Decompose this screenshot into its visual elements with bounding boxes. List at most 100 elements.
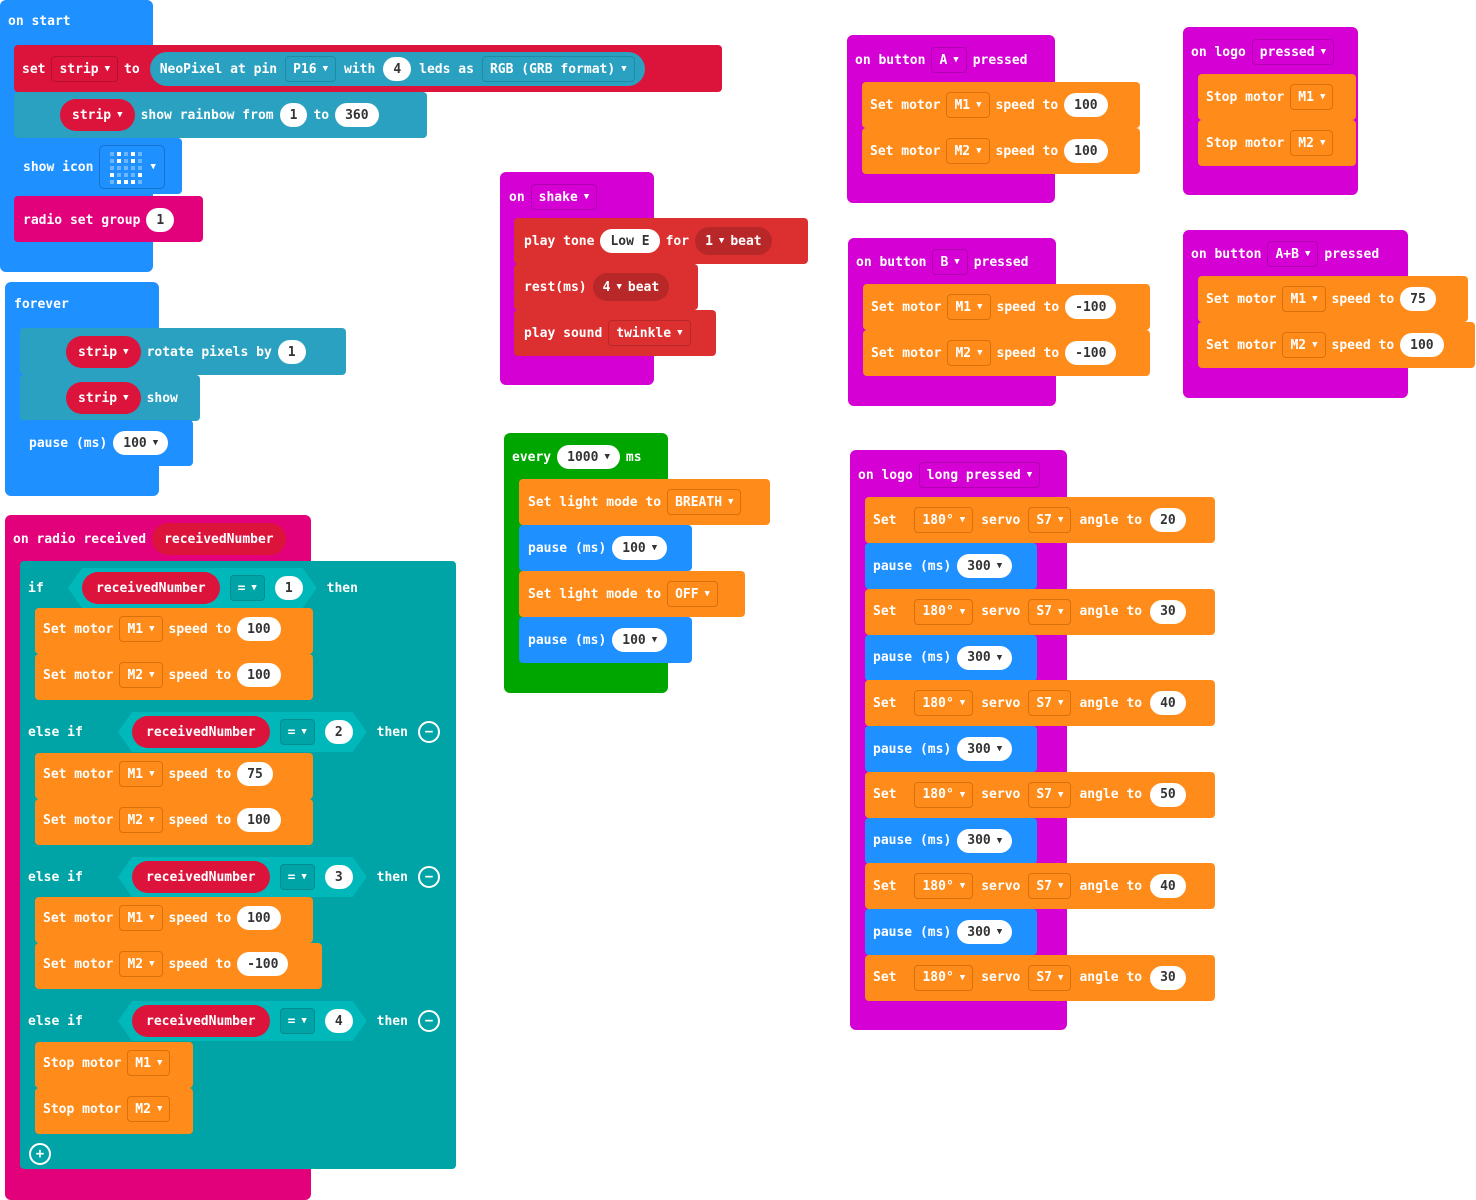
pause-duration-dropdown[interactable]: 300▼ [957,554,1013,578]
servo-port-dropdown[interactable]: S7▼ [1028,598,1072,625]
servo-type-dropdown[interactable]: 180°▼ [914,781,974,808]
operator-dropdown[interactable]: =▼ [280,864,315,890]
logo-event-dropdown[interactable]: long pressed▼ [918,462,1041,488]
strip-variable-pill[interactable]: strip▼ [66,382,141,414]
angle-input[interactable]: 30 [1150,965,1186,990]
speed-input[interactable]: 100 [237,808,281,832]
speed-input[interactable]: 100 [237,906,281,930]
pause-duration-dropdown[interactable]: 100▼ [113,431,169,455]
motor-dropdown[interactable]: M1▼ [127,1050,171,1076]
servo-type-dropdown[interactable]: 180°▼ [914,507,974,533]
motor-dropdown[interactable]: M1▼ [119,905,163,931]
comparison-block[interactable]: receivedNumber =▼ 2 [118,712,367,752]
rainbow-to-input[interactable]: 360 [335,103,379,127]
rainbow-from-input[interactable]: 1 [279,103,308,127]
motor-dropdown[interactable]: M1▼ [1282,286,1326,312]
sound-dropdown[interactable]: twinkle▼ [608,320,691,346]
compare-value-input[interactable]: 1 [275,576,303,600]
strip-variable-pill[interactable]: strip▼ [60,99,135,131]
logo-event-dropdown[interactable]: pressed▼ [1251,39,1335,65]
motor-dropdown[interactable]: M2▼ [119,807,163,833]
servo-port-dropdown[interactable]: S7▼ [1028,507,1072,533]
speed-input[interactable]: 75 [237,762,273,786]
pause-duration-dropdown[interactable]: 300▼ [957,920,1013,944]
button-dropdown[interactable]: A+B▼ [1267,241,1319,267]
color-format-dropdown[interactable]: RGB (GRB format)▼ [481,56,635,82]
compare-value-input[interactable]: 4 [325,1009,353,1033]
compare-value-input[interactable]: 3 [325,865,353,889]
operator-dropdown[interactable]: =▼ [280,719,315,745]
speed-input[interactable]: 100 [237,663,281,687]
light-mode-dropdown[interactable]: OFF▼ [667,581,718,607]
motor-dropdown[interactable]: M1▼ [947,294,991,320]
received-number-variable[interactable]: receivedNumber [82,572,220,604]
motor-dropdown[interactable]: M2▼ [119,662,163,688]
comparison-block[interactable]: receivedNumber =▼ 3 [118,857,367,897]
angle-input[interactable]: 50 [1150,782,1186,807]
motor-dropdown[interactable]: M2▼ [119,951,163,977]
speed-input[interactable]: -100 [1065,341,1117,365]
angle-input[interactable]: 40 [1150,874,1186,898]
strip-variable-pill[interactable]: strip▼ [66,336,141,368]
neopixel-reporter[interactable]: NeoPixel at pin P16▼ with 4 leds as RGB … [149,52,645,86]
minus-circle-icon[interactable]: − [417,866,440,888]
speed-input[interactable]: 100 [1064,139,1108,163]
radio-group-input[interactable]: 1 [146,208,175,232]
note-picker[interactable]: Low E [600,229,660,253]
received-number-variable[interactable]: receivedNumber [132,1005,270,1037]
show-icon-block[interactable] [14,138,182,194]
icon-picker[interactable]: ▼ [99,145,165,189]
speed-input[interactable]: 100 [237,617,281,641]
servo-type-dropdown[interactable]: 180°▼ [914,873,974,899]
pause-duration-dropdown[interactable]: 300▼ [957,737,1013,761]
speed-input[interactable]: 100 [1064,93,1108,117]
servo-port-dropdown[interactable]: S7▼ [1028,964,1072,991]
pause-duration-dropdown[interactable]: 100▼ [612,536,668,560]
comparison-block[interactable]: receivedNumber =▼ 1 [68,568,317,608]
servo-port-dropdown[interactable]: S7▼ [1028,690,1072,716]
speed-input[interactable]: -100 [1065,295,1117,319]
received-number-variable[interactable]: receivedNumber [132,861,270,893]
operator-dropdown[interactable]: =▼ [280,1008,315,1034]
servo-type-dropdown[interactable]: 180°▼ [914,598,974,625]
received-number-param[interactable]: receivedNumber [152,523,286,555]
button-dropdown[interactable]: B▼ [932,249,968,275]
motor-dropdown[interactable]: M1▼ [1290,84,1334,110]
pause-duration-dropdown[interactable]: 300▼ [957,828,1013,853]
minus-circle-icon[interactable]: − [417,1010,440,1032]
every-interval-dropdown[interactable]: 1000▼ [557,445,620,469]
motor-dropdown[interactable]: M1▼ [119,761,163,787]
motor-dropdown[interactable]: M1▼ [946,92,990,118]
received-number-variable[interactable]: receivedNumber [132,716,270,748]
motor-dropdown[interactable]: M2▼ [946,138,990,164]
motor-dropdown[interactable]: M2▼ [1290,130,1334,156]
minus-circle-icon[interactable]: − [417,721,440,743]
rest-beat-dropdown[interactable]: 4▼beat [592,273,670,301]
servo-type-dropdown[interactable]: 180°▼ [914,690,974,716]
add-branch-button[interactable]: + [29,1143,51,1165]
angle-input[interactable]: 40 [1150,691,1186,715]
servo-port-dropdown[interactable]: S7▼ [1028,781,1072,808]
led-count-input[interactable]: 4 [383,57,412,81]
comparison-block[interactable]: receivedNumber =▼ 4 [118,1001,367,1041]
beat-fraction-dropdown[interactable]: 1▼beat [695,227,772,255]
speed-input[interactable]: 75 [1400,287,1436,311]
servo-port-dropdown[interactable]: S7▼ [1028,873,1072,899]
angle-input[interactable]: 30 [1150,599,1186,624]
light-mode-dropdown[interactable]: BREATH▼ [667,489,742,515]
gesture-dropdown[interactable]: shake▼ [530,184,598,210]
servo-type-dropdown[interactable]: 180°▼ [914,964,974,991]
motor-dropdown[interactable]: M2▼ [1282,332,1326,358]
button-dropdown[interactable]: A▼ [931,47,967,73]
angle-input[interactable]: 20 [1150,508,1186,532]
motor-dropdown[interactable]: M2▼ [947,340,991,366]
pause-duration-dropdown[interactable]: 100▼ [612,628,668,652]
pin-dropdown[interactable]: P16▼ [285,56,337,82]
motor-dropdown[interactable]: M2▼ [127,1096,171,1122]
rotate-amount-input[interactable]: 1 [277,340,306,364]
compare-value-input[interactable]: 2 [325,720,353,744]
strip-variable-dropdown[interactable]: strip▼ [51,56,119,82]
motor-dropdown[interactable]: M1▼ [119,616,163,642]
operator-dropdown[interactable]: =▼ [230,575,265,601]
speed-input[interactable]: -100 [237,952,289,976]
